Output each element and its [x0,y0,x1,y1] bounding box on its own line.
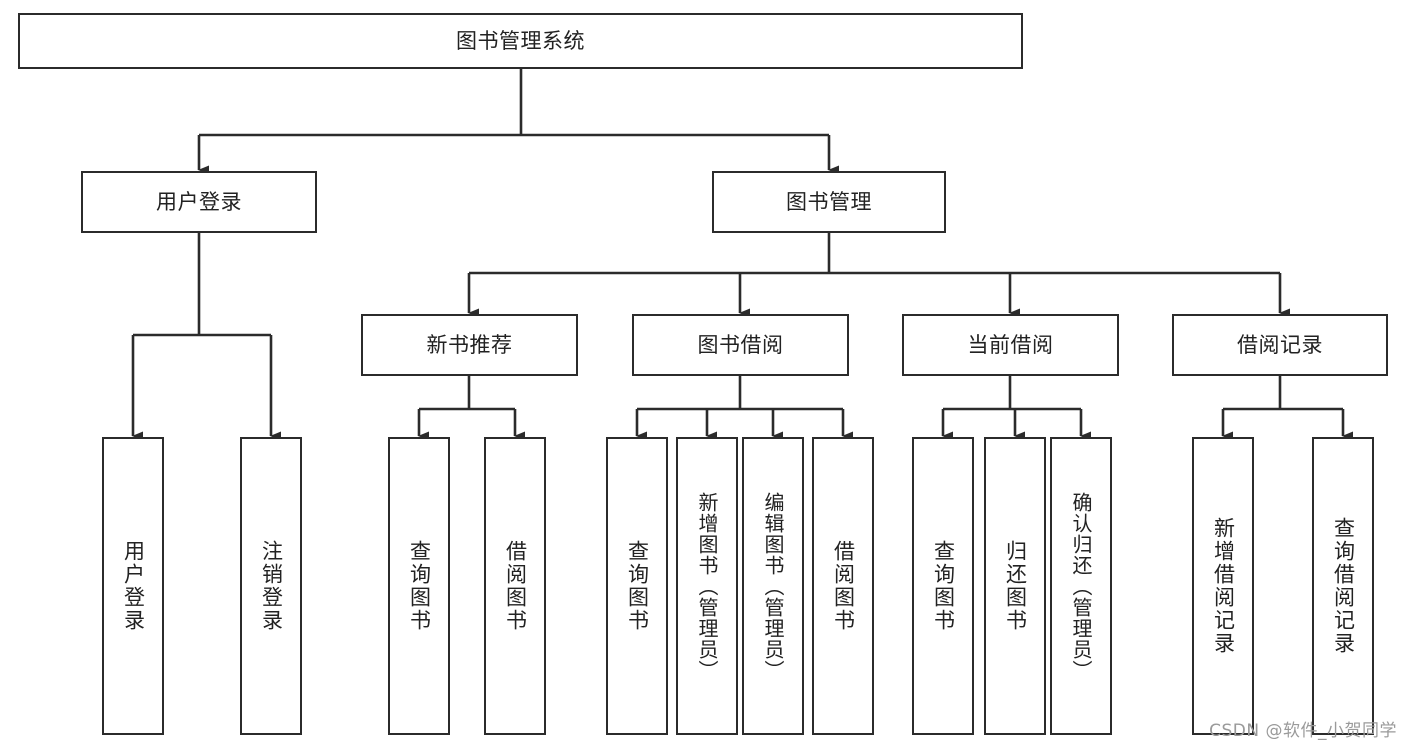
node-label: 用户登录 [156,189,242,214]
node-label: 新增借阅记录 [1211,517,1236,655]
node-label: 新增图书（管理员） [695,491,719,681]
node-label: 注销登录 [259,540,284,632]
node-leaf-add-borrow-record[interactable]: 新增借阅记录 [1192,437,1254,735]
node-label: 借阅图书 [503,540,528,632]
node-leaf-edit-book-admin[interactable]: 编辑图书（管理员） [742,437,804,735]
node-leaf-query-borrow-record[interactable]: 查询借阅记录 [1312,437,1374,735]
node-label: 借阅图书 [831,540,856,632]
node-label: 图书管理 [786,189,872,214]
node-label: 图书管理系统 [456,28,585,53]
node-leaf-return-book[interactable]: 归还图书 [984,437,1046,735]
node-leaf-confirm-return-admin[interactable]: 确认归还（管理员） [1050,437,1112,735]
node-leaf-query-book-1[interactable]: 查询图书 [388,437,450,735]
csdn-watermark: CSDN @软件_小贺同学 [1209,721,1397,741]
node-leaf-query-book-2[interactable]: 查询图书 [606,437,668,735]
node-label: 查询借阅记录 [1331,517,1356,655]
node-label: 查询图书 [931,540,956,632]
node-label: 归还图书 [1003,540,1028,632]
node-new-book-recommend[interactable]: 新书推荐 [361,314,578,376]
node-leaf-query-book-3[interactable]: 查询图书 [912,437,974,735]
node-label: 用户登录 [121,540,146,632]
node-current-borrow[interactable]: 当前借阅 [902,314,1119,376]
node-label: 编辑图书（管理员） [761,491,785,681]
node-borrow-record[interactable]: 借阅记录 [1172,314,1388,376]
node-leaf-borrow-book-2[interactable]: 借阅图书 [812,437,874,735]
node-label: 查询图书 [407,540,432,632]
node-label: 当前借阅 [967,332,1054,357]
node-label: 借阅记录 [1237,332,1323,357]
node-label: 确认归还（管理员） [1069,491,1093,681]
node-label: 图书借阅 [697,332,784,357]
node-root-system[interactable]: 图书管理系统 [18,13,1023,69]
node-book-borrow[interactable]: 图书借阅 [632,314,849,376]
node-label: 新书推荐 [426,332,513,357]
node-leaf-borrow-book-1[interactable]: 借阅图书 [484,437,546,735]
edges-group [131,69,1353,441]
node-book-management[interactable]: 图书管理 [712,171,946,233]
node-label: 查询图书 [625,540,650,632]
node-leaf-logout[interactable]: 注销登录 [240,437,302,735]
node-leaf-add-book-admin[interactable]: 新增图书（管理员） [676,437,738,735]
node-leaf-user-login[interactable]: 用户登录 [102,437,164,735]
node-user-login[interactable]: 用户登录 [81,171,317,233]
